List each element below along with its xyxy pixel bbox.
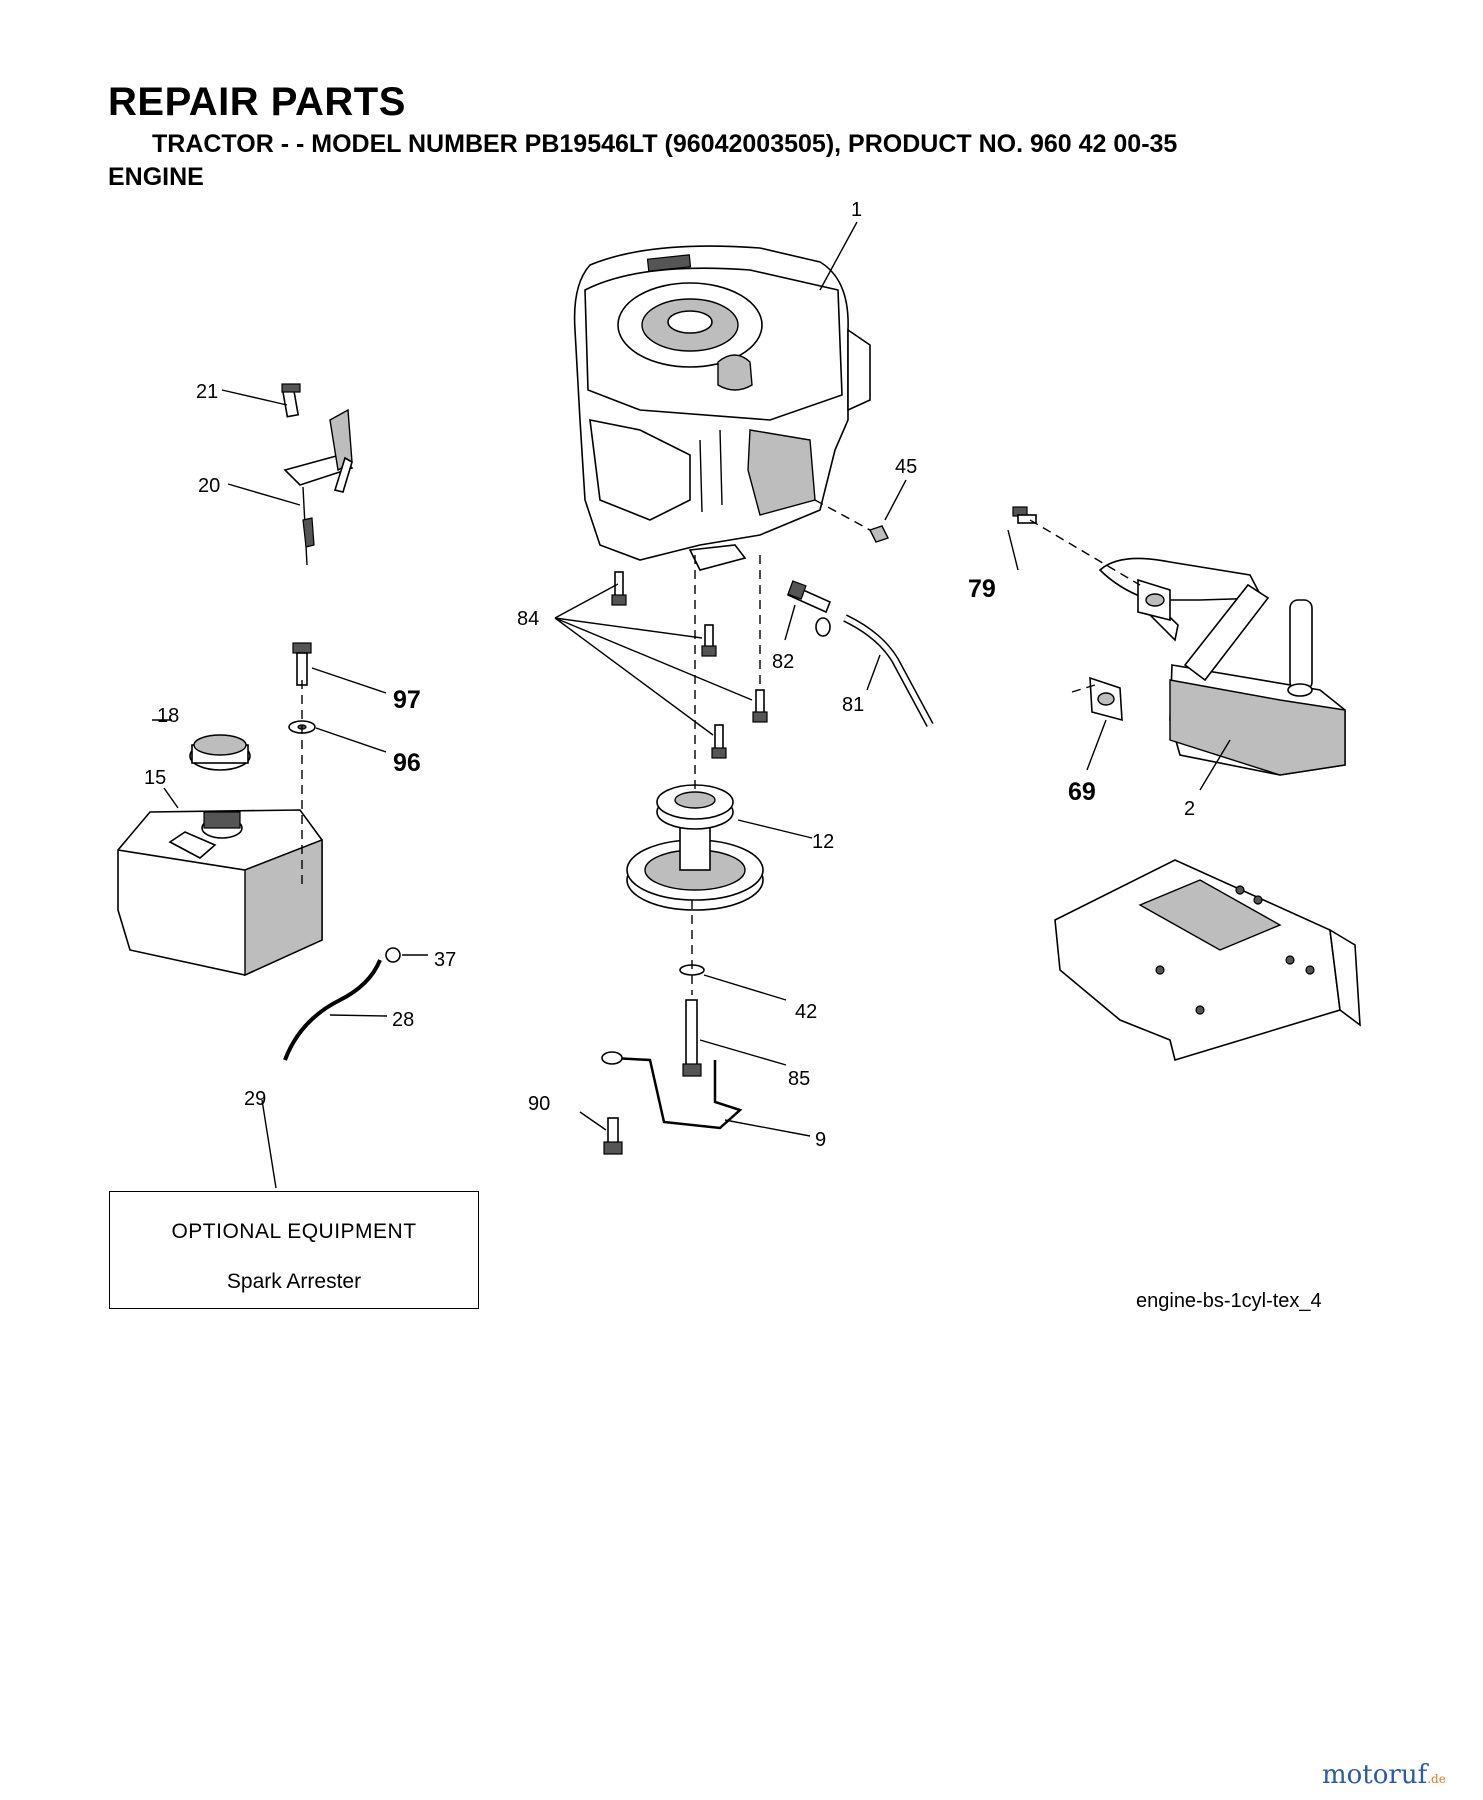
watermark-suffix: .de bbox=[1427, 1772, 1446, 1786]
callout-numbers: 1 2 9 12 15 18 20 21 28 29 37 42 45 69 7… bbox=[144, 199, 1195, 1151]
page-title: REPAIR PARTS bbox=[108, 80, 406, 124]
diagram-reference-code: engine-bs-1cyl-tex_4 bbox=[1136, 1290, 1322, 1312]
callout-69: 69 bbox=[1068, 778, 1096, 806]
callout-12: 12 bbox=[812, 831, 834, 853]
callout-18: 18 bbox=[157, 705, 179, 727]
muffler-illustration bbox=[1012, 506, 1346, 776]
engine-bolts-illustration bbox=[611, 571, 768, 759]
callout-9: 9 bbox=[815, 1129, 826, 1151]
callout-96: 96 bbox=[393, 749, 421, 777]
callout-79: 79 bbox=[968, 575, 996, 603]
optional-equipment-box: OPTIONAL EQUIPMENT Spark Arrester bbox=[109, 1191, 479, 1309]
bolt-washer-illustration bbox=[288, 642, 316, 734]
optional-equipment-item: Spark Arrester bbox=[226, 1270, 362, 1293]
watermark-logo: motoruf.de bbox=[1322, 1760, 1446, 1790]
leader-lines bbox=[152, 221, 1231, 1189]
callout-2: 2 bbox=[1184, 798, 1195, 820]
callout-84: 84 bbox=[517, 608, 539, 630]
callout-15: 15 bbox=[144, 767, 166, 789]
assembly-lines bbox=[301, 499, 1141, 995]
callout-1: 1 bbox=[851, 199, 862, 221]
callout-82: 82 bbox=[772, 651, 794, 673]
pulley-hardware-illustration bbox=[601, 964, 743, 1155]
engine-illustration bbox=[573, 245, 871, 571]
callout-20: 20 bbox=[198, 475, 220, 497]
callout-90: 90 bbox=[528, 1093, 550, 1115]
callout-45: 45 bbox=[895, 456, 917, 478]
engine-mount-plate-illustration bbox=[1054, 859, 1361, 1062]
callout-81: 81 bbox=[842, 694, 864, 716]
callout-97: 97 bbox=[393, 686, 421, 714]
fuel-line-illustration bbox=[283, 947, 401, 1061]
callout-37: 37 bbox=[434, 949, 456, 971]
model-subtitle: TRACTOR - - MODEL NUMBER PB19546LT (9604… bbox=[152, 130, 1178, 158]
callout-85: 85 bbox=[788, 1068, 810, 1090]
callout-28: 28 bbox=[392, 1009, 414, 1031]
section-heading: ENGINE bbox=[108, 163, 204, 191]
callout-29: 29 bbox=[244, 1088, 266, 1110]
callout-42: 42 bbox=[795, 1001, 817, 1023]
spark-plug-illustration bbox=[786, 525, 934, 727]
throttle-control-illustration bbox=[281, 383, 354, 566]
optional-equipment-title: OPTIONAL EQUIPMENT bbox=[171, 1220, 417, 1243]
fuel-tank-illustration bbox=[117, 734, 323, 977]
engine-pulley-illustration bbox=[626, 784, 764, 911]
callout-21: 21 bbox=[196, 381, 218, 403]
watermark-text: motoruf bbox=[1322, 1760, 1428, 1790]
